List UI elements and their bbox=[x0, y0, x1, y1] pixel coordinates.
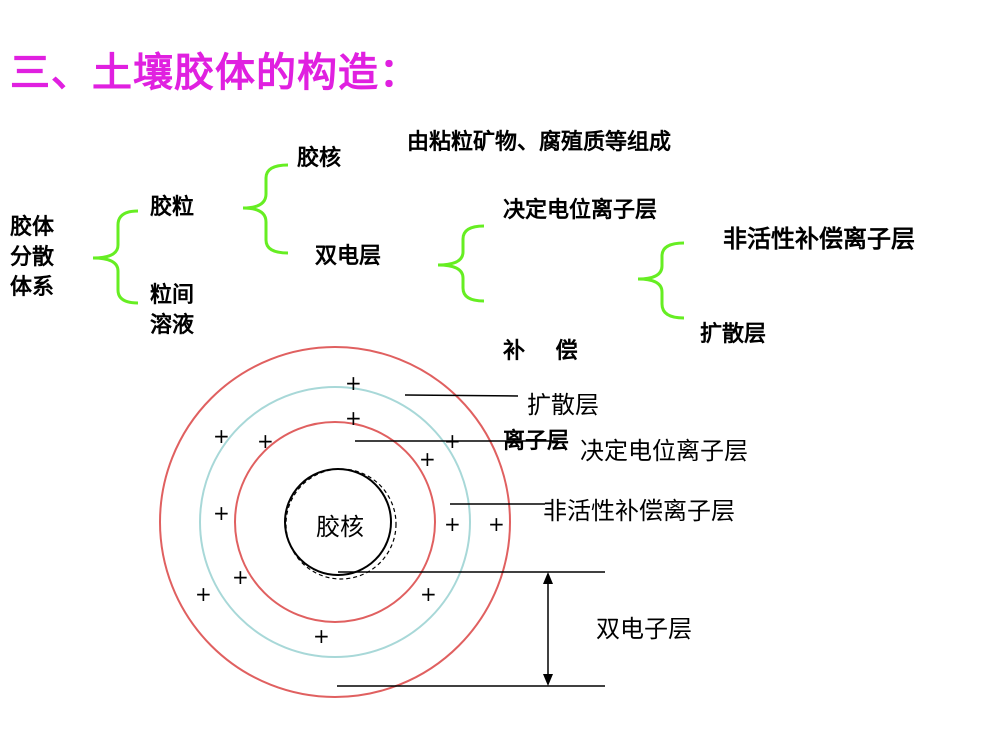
callout-inactive: 非活性补偿离子层 bbox=[543, 497, 735, 525]
core-circle-dashed bbox=[285, 468, 397, 580]
middle-ring bbox=[199, 386, 471, 658]
callout-double: 双电子层 bbox=[596, 615, 692, 643]
brace-root bbox=[92, 209, 139, 305]
plus-sign: + bbox=[345, 406, 362, 430]
plus-sign: + bbox=[313, 624, 330, 648]
colloid-particle-label: 胶粒 bbox=[150, 195, 195, 220]
plus-sign: + bbox=[419, 447, 436, 471]
intergranular-solution-line: 粒间 bbox=[150, 283, 195, 308]
plus-sign: + bbox=[195, 582, 212, 606]
dimension-arrow-down bbox=[543, 674, 553, 686]
root-label: 胶体 分散 体系 bbox=[10, 213, 54, 303]
plus-sign: + bbox=[345, 371, 362, 395]
double-layer-label: 双电层 bbox=[315, 244, 382, 269]
plus-sign: + bbox=[213, 501, 230, 525]
plus-sign: + bbox=[213, 424, 230, 448]
plus-sign: + bbox=[444, 429, 461, 453]
plus-sign: + bbox=[444, 512, 461, 536]
determining-layer-label: 决定电位离子层 bbox=[503, 198, 658, 223]
plus-sign: + bbox=[232, 565, 249, 589]
inner-ring bbox=[234, 421, 436, 623]
diagram-core-label: 胶核 bbox=[316, 513, 364, 541]
plus-sign: + bbox=[420, 582, 437, 606]
core-note: 由粘粒矿物、腐殖质等组成 bbox=[407, 130, 672, 155]
callout-determining: 决定电位离子层 bbox=[580, 437, 748, 465]
outer-ring bbox=[159, 346, 511, 698]
plus-sign: + bbox=[257, 429, 274, 453]
inactive-layer-label: 非活性补偿离子层 bbox=[723, 225, 915, 253]
root-label-line: 胶体 bbox=[10, 215, 55, 240]
brace-compensating bbox=[637, 241, 685, 320]
plus-sign: + bbox=[488, 512, 505, 536]
compensating-line: 补 偿 bbox=[503, 339, 578, 364]
root-label-line: 分散 bbox=[10, 245, 55, 270]
intergranular-solution-label: 粒间 溶液 bbox=[150, 281, 194, 341]
page-title: 三、土壤胶体的构造： bbox=[10, 50, 420, 96]
dimension-arrow-up bbox=[543, 572, 553, 584]
root-label-line: 体系 bbox=[10, 275, 55, 300]
brace-double-layer bbox=[437, 224, 485, 303]
core-label: 胶核 bbox=[297, 146, 342, 171]
diffuse-layer-label: 扩散层 bbox=[700, 322, 767, 347]
brace-particle bbox=[242, 163, 289, 255]
callout-diffuse: 扩散层 bbox=[527, 391, 599, 419]
callout-line-diffuse bbox=[404, 394, 519, 397]
intergranular-solution-line: 溶液 bbox=[150, 313, 195, 338]
